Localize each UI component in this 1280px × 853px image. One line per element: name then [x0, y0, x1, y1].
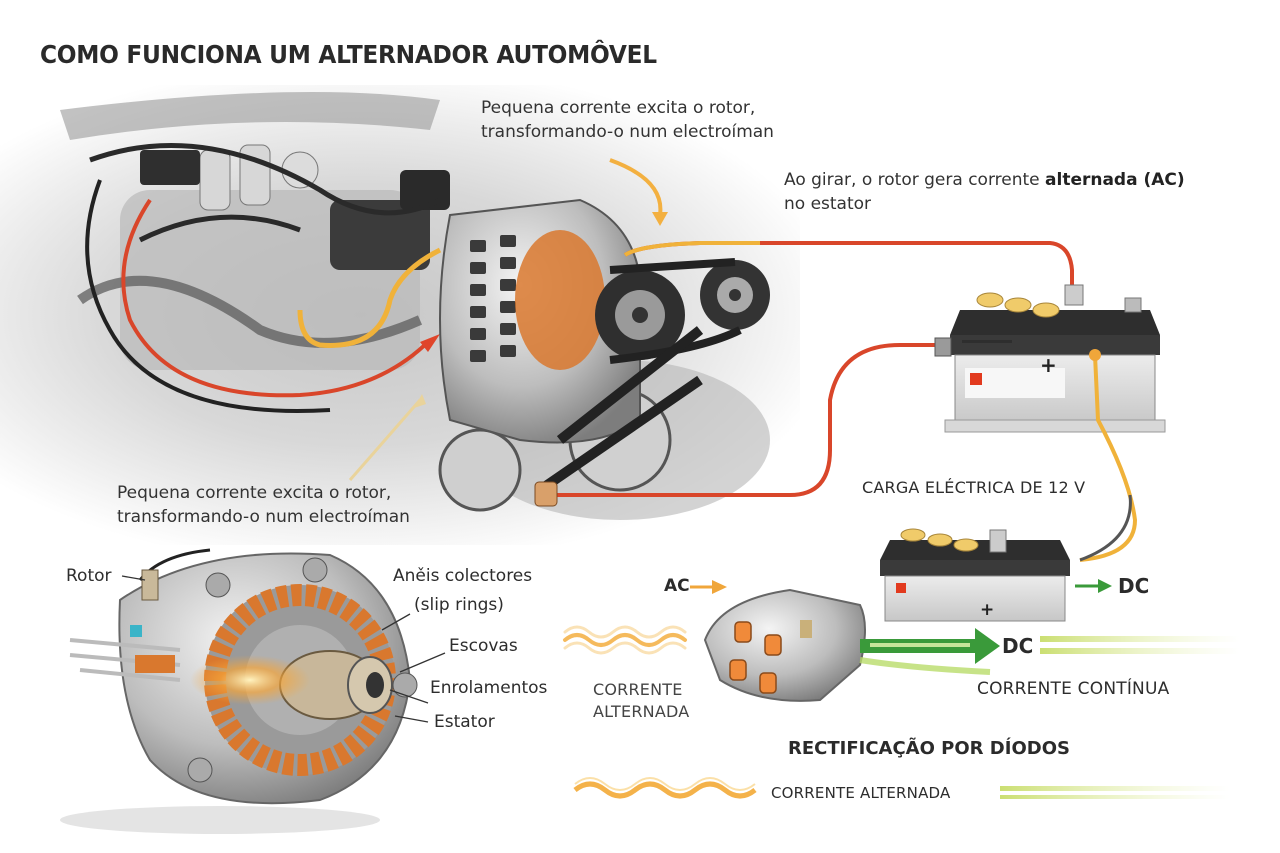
annotation-rotation-ac-bold: alternada (AC) — [1045, 170, 1185, 190]
annotation-top-excitation-line2: transformando-o num electroíman — [481, 122, 774, 142]
label-slip-rings-english: (slip rings) — [414, 595, 504, 615]
battery-bottom-plus: + — [980, 600, 994, 620]
legend-ac-label: CORRENTE ALTERNADA — [771, 784, 951, 802]
battery-top — [934, 284, 1166, 433]
annotation-rotation-ac: Ao girar, o rotor gera corrente alternad… — [784, 168, 1185, 216]
battery-bottom — [880, 528, 1070, 622]
red-arrow-head — [420, 334, 440, 352]
annotation-rotation-ac-text: Ao girar, o rotor gera corrente — [784, 170, 1046, 190]
ac-caption-line1: CORRENTE — [593, 680, 683, 699]
ac-caption: CORRENTE ALTERNADA — [593, 679, 689, 723]
dc-battery-label: DC — [1118, 574, 1150, 598]
alternator — [439, 198, 770, 495]
rectification-title: RECTIFICAÇÃO POR DÍODOS — [788, 738, 1070, 759]
bottom-annotation-arrow — [348, 399, 422, 481]
label-brushes: Escovas — [449, 636, 518, 656]
dc-main-label: DC — [1002, 634, 1034, 658]
label-stator: Estator — [434, 712, 495, 732]
top-annotation-arrow — [609, 158, 663, 216]
ac-input-label: AC — [664, 576, 690, 596]
diode-rectifier — [703, 588, 866, 702]
annotation-top-excitation: Pequena corrente excita o rotor, transfo… — [481, 96, 774, 144]
cable-battery-to-battery — [1079, 354, 1138, 562]
top-annotation-arrow-head — [652, 212, 668, 226]
battery-top-plus: + — [1040, 353, 1057, 377]
annotation-bottom-excitation-line2: transformando-o num electroíman — [117, 507, 410, 527]
legend-ac-wave — [573, 777, 757, 799]
label-rotor: Rotor — [66, 566, 112, 586]
annotation-rotation-ac-line2: no estator — [784, 194, 872, 214]
battery-load-label: CARGA ELÉCTRICA DE 12 V — [862, 478, 1086, 497]
dc-caption: CORRENTE CONTÍNUA — [977, 679, 1170, 699]
dc-stream-top — [1040, 636, 1240, 642]
annotation-top-excitation-line1: Pequena corrente excita o rotor, — [481, 98, 756, 118]
red-cable-left — [121, 198, 432, 398]
alternator-cutaway — [60, 548, 418, 834]
cutaway-leader-lines — [121, 575, 446, 723]
label-slip-rings: Aněis colectores — [393, 566, 533, 586]
annotation-bottom-excitation-line1: Pequena corrente excita o rotor, — [117, 483, 392, 503]
ac-caption-line2: ALTERNADA — [593, 702, 690, 721]
label-windings: Enrolamentos — [430, 678, 548, 698]
ac-wave-input — [563, 625, 687, 655]
page-title: COMO FUNCIONA UM ALTERNADOR AUTOMÔVEL — [40, 40, 657, 69]
yellow-cable — [297, 247, 442, 348]
battery-red-indicator — [970, 373, 982, 385]
black-cable-left — [85, 179, 331, 413]
cable-ground-to-battery — [545, 343, 945, 497]
legend-dc-stream — [1000, 786, 1230, 791]
annotation-bottom-excitation: Pequena corrente excita o rotor, transfo… — [117, 481, 410, 529]
